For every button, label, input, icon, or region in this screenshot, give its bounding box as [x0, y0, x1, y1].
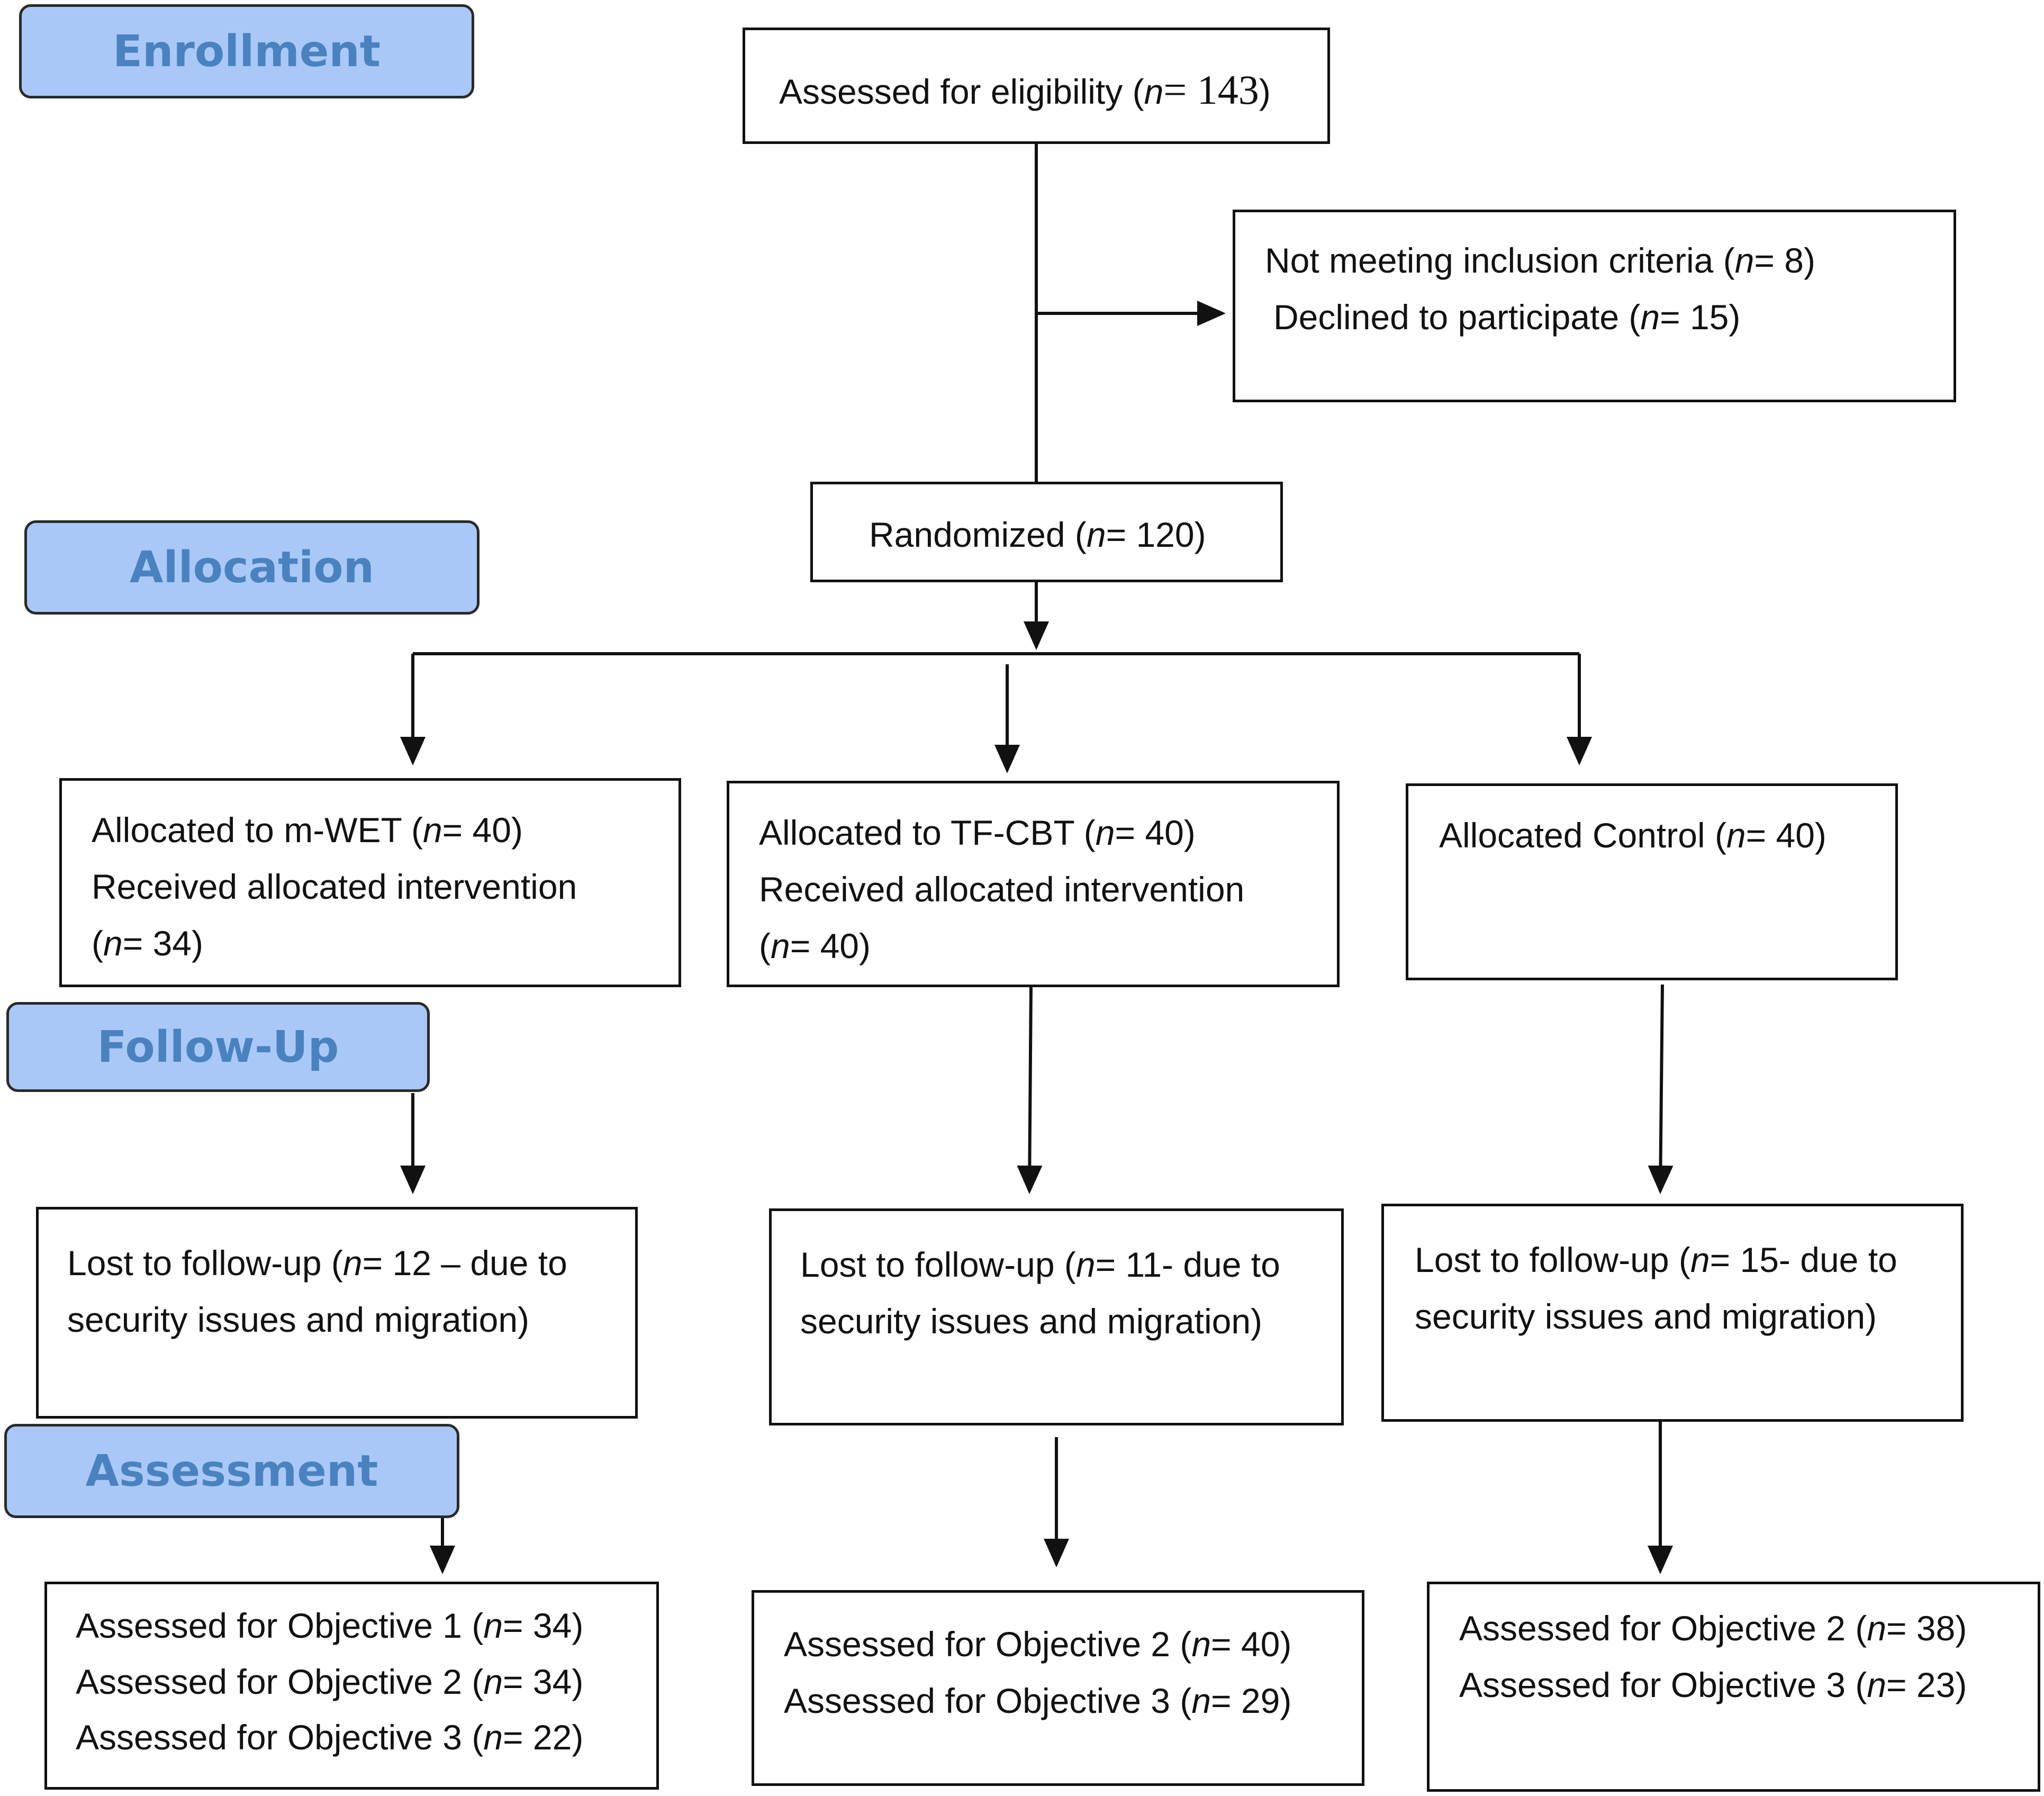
excluded-box: Not meeting inclusion criteria (n= 8) De…	[1233, 210, 1956, 402]
control-objective-3: Assessed for Objective 3 (n= 23)	[1459, 1665, 1967, 1704]
control-lost-reason: security issues and migration)	[1415, 1296, 1877, 1336]
stage-enrollment: Enrollment	[19, 4, 474, 98]
stage-followup: Follow-Up	[6, 1002, 430, 1092]
stage-allocation-label: Allocation	[130, 542, 374, 593]
mwet-allocated: Allocated to m-WET (n= 40)	[92, 810, 523, 850]
randomized-text: Randomized (n= 120)	[869, 515, 1206, 554]
stage-assessment-label: Assessment	[85, 1446, 378, 1496]
randomized-box: Randomized (n= 120)	[810, 482, 1283, 582]
mwet-received: Received allocated intervention	[92, 867, 577, 906]
allocation-tfcbt-box: Allocated to TF-CBT (n= 40) Received all…	[727, 781, 1340, 987]
allocation-control-box: Allocated Control (n= 40)	[1406, 783, 1898, 980]
assessment-mwet-box: Assessed for Objective 1 (n= 34) Assesse…	[44, 1582, 659, 1790]
tfcbt-lost: Lost to follow-up (n= 11- due to	[800, 1245, 1280, 1284]
allocation-mwet-box: Allocated to m-WET (n= 40) Received allo…	[59, 778, 681, 987]
eligibility-box: Assessed for eligibility (n= 143)	[743, 28, 1330, 144]
excluded-not-meeting: Not meeting inclusion criteria (n= 8)	[1265, 241, 1815, 280]
excluded-declined: Declined to participate (n= 15)	[1273, 297, 1741, 337]
mwet-objective-3: Assessed for Objective 3 (n= 22)	[76, 1718, 584, 1757]
mwet-received-n: (n= 34)	[92, 923, 203, 963]
control-allocated: Allocated Control (n= 40)	[1439, 816, 1826, 855]
mwet-objective-1: Assessed for Objective 1 (n= 34)	[76, 1606, 584, 1645]
stage-enrollment-label: Enrollment	[112, 26, 381, 77]
mwet-objective-2: Assessed for Objective 2 (n= 34)	[76, 1662, 584, 1701]
followup-tfcbt-box: Lost to follow-up (n= 11- due to securit…	[769, 1208, 1344, 1425]
tfcbt-received-n: (n= 40)	[759, 926, 871, 965]
followup-control-box: Lost to follow-up (n= 15- due to securit…	[1381, 1204, 1964, 1422]
control-objective-2: Assessed for Objective 2 (n= 38)	[1459, 1609, 1967, 1648]
control-lost: Lost to follow-up (n= 15- due to	[1415, 1240, 1897, 1279]
arrow-tfcbt-followup	[1017, 985, 1043, 1194]
tfcbt-received: Received allocated intervention	[759, 869, 1245, 909]
mwet-lost-reason: security issues and migration)	[67, 1299, 530, 1339]
assessment-control-box: Assessed for Objective 2 (n= 38) Assesse…	[1427, 1582, 2040, 1792]
tfcbt-objective-3: Assessed for Objective 3 (n= 29)	[784, 1681, 1292, 1720]
stage-assessment: Assessment	[4, 1424, 459, 1518]
tfcbt-objective-2: Assessed for Objective 2 (n= 40)	[784, 1624, 1292, 1664]
mwet-lost: Lost to follow-up (n= 12 – due to	[67, 1243, 567, 1283]
tfcbt-allocated: Allocated to TF-CBT (n= 40)	[759, 813, 1196, 852]
tfcbt-lost-reason: security issues and migration)	[800, 1301, 1263, 1341]
followup-mwet-box: Lost to follow-up (n= 12 – due to securi…	[36, 1207, 638, 1419]
stage-allocation: Allocation	[24, 520, 480, 615]
stage-followup-label: Follow-Up	[97, 1022, 339, 1072]
arrow-control-followup	[1648, 984, 1674, 1194]
assessment-tfcbt-box: Assessed for Objective 2 (n= 40) Assesse…	[752, 1590, 1364, 1786]
eligibility-text: Assessed for eligibility (n= 143)	[779, 67, 1271, 113]
